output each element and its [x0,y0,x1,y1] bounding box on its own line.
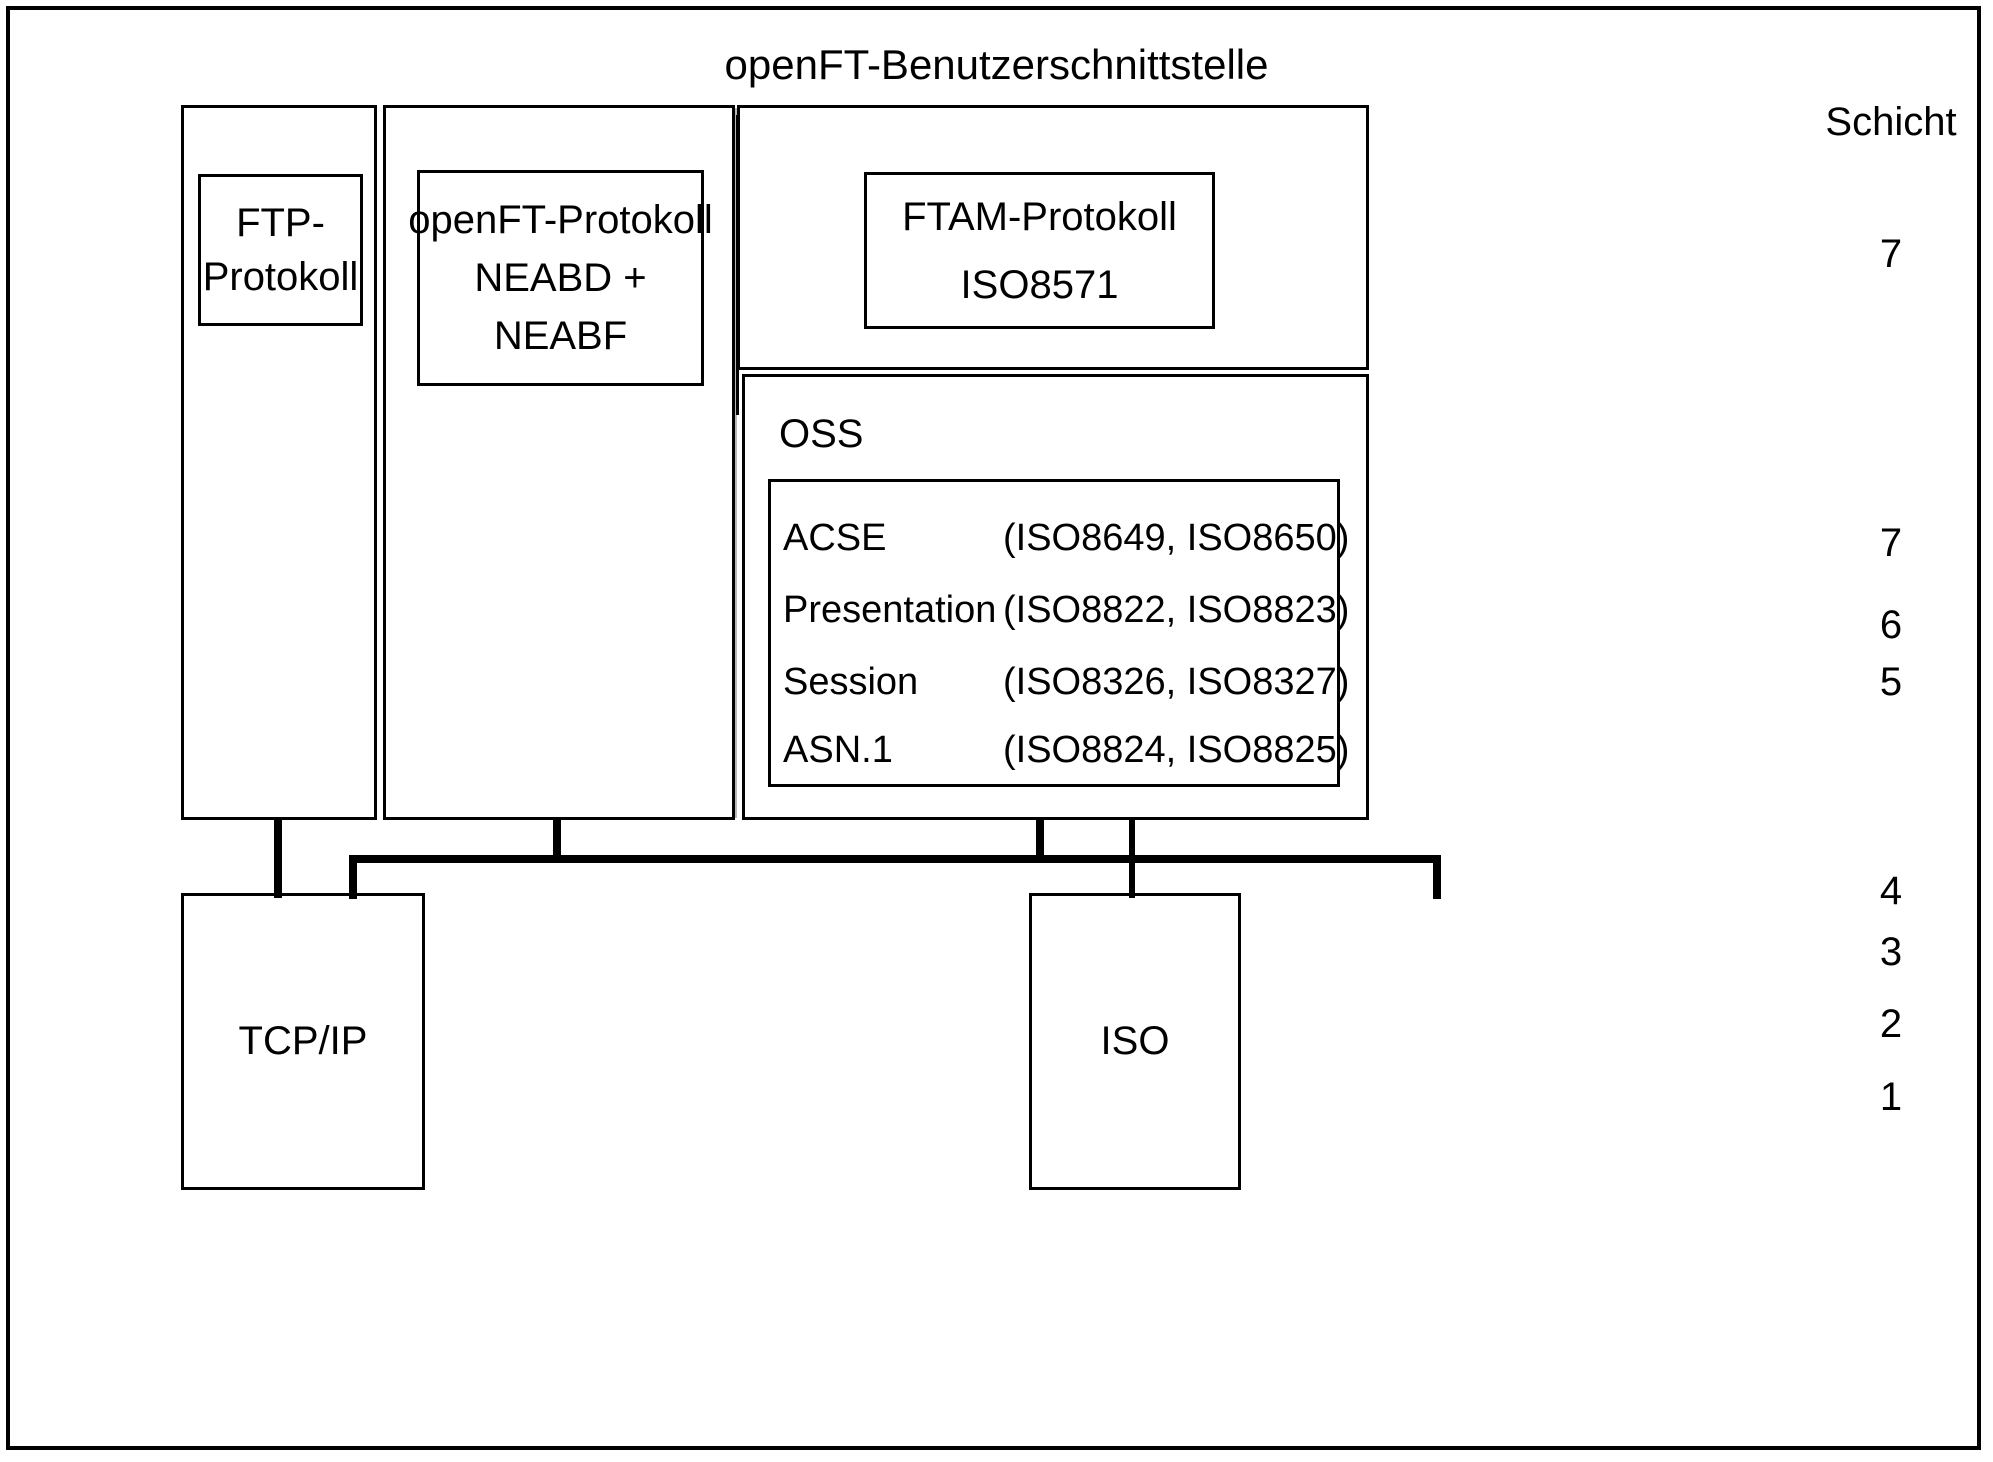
oss-row-iso: (ISO8822, ISO8823) [1003,589,1350,631]
layer-label-7-app: 7 [1879,232,1903,276]
wire-oss-stub [1036,818,1044,862]
layer-label-4: 4 [1879,869,1903,913]
layer-label-1: 1 [1879,1075,1903,1119]
oss-row-asn1: ASN.1 (ISO8824, ISO8825) [771,718,1349,782]
box-iso: ISO [1029,893,1241,1190]
wire-openft-stub [553,818,561,862]
oss-row-presentation: Presentation (ISO8822, ISO8823) [771,578,1349,642]
box-tcpip: TCP/IP [181,893,425,1190]
openft-protokoll-line-3: NEABF [493,314,628,358]
ftp-protokoll-line-1: FTP- [236,201,325,245]
schicht-header: Schicht [1825,100,1957,144]
oss-row-session: Session (ISO8326, ISO8327) [771,650,1349,714]
layer-label-7-acse: 7 [1879,521,1903,565]
diagram-title: openFT-Benutzerschnittstelle [724,41,1269,88]
tcpip-label: TCP/IP [238,1019,368,1063]
oss-row-iso: (ISO8824, ISO8825) [1003,729,1350,771]
layer-label-5: 5 [1879,660,1903,704]
outer-border [6,6,1981,1450]
wire-bus-to-iso [1433,855,1441,899]
ftp-protokoll-line-2: Protokoll [202,255,359,299]
oss-row-name: ACSE [783,517,887,559]
column-divider-dash [736,115,739,415]
box-openft-protokoll: openFT-Protokoll NEABD + NEABF [408,170,713,386]
iso-label: ISO [1100,1019,1170,1063]
oss-row-acse: ACSE (ISO8649, ISO8650) [771,506,1349,570]
oss-row-iso: (ISO8649, ISO8650) [1003,517,1350,559]
wire-bus-to-tcpip [349,855,357,899]
oss-row-iso: (ISO8326, ISO8327) [1003,661,1350,703]
ftam-protokoll-line-2: ISO8571 [960,262,1119,307]
layer-label-6: 6 [1879,603,1903,647]
box-ftam-protokoll: FTAM-Protokoll ISO8571 [864,172,1215,329]
oss-label: OSS [779,412,864,456]
openft-protokoll-line-1: openFT-Protokoll [408,198,713,242]
layer-label-2: 2 [1879,1002,1903,1046]
layer-label-3: 3 [1879,930,1903,974]
ftam-protokoll-line-1: FTAM-Protokoll [902,194,1177,239]
wire-horizontal-bus [349,855,1441,863]
openft-protokoll-line-2: NEABD + [474,256,647,300]
oss-row-name: ASN.1 [783,729,893,771]
wire-oss-to-iso [1129,818,1135,898]
column-oss [742,374,1369,820]
oss-row-name: Session [783,661,919,703]
column-divider [735,108,737,818]
oss-inner-box: ACSE (ISO8649, ISO8650) Presentation (IS… [768,479,1349,787]
wire-ftp-to-tcpip [274,818,282,898]
oss-row-name: Presentation [783,589,997,631]
box-ftp-protokoll: FTP- Protokoll [198,174,363,326]
